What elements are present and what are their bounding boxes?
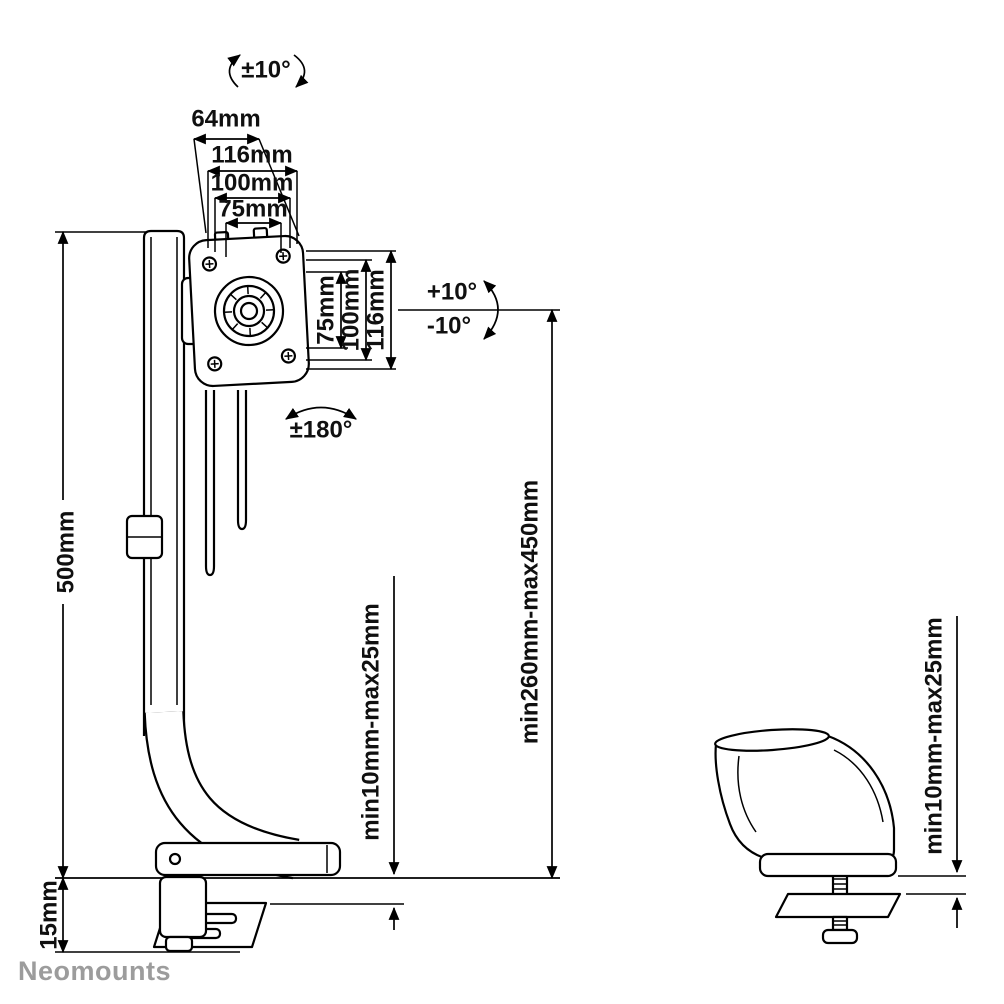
vesa-h116-ext [306, 250, 396, 370]
clamp-detail-drawing [714, 728, 902, 945]
swivel-arrow [285, 406, 357, 420]
arm-curve-inner [145, 711, 300, 878]
vesa-w116-ext [207, 171, 298, 248]
height-range-label: min260mm-max450mm [516, 480, 543, 744]
vesa-w75-ext [225, 223, 282, 257]
vesa-w100-ext [214, 198, 291, 252]
vesa-plate-body [188, 234, 310, 388]
tilt-down-label: -10° [427, 312, 471, 339]
top-rotation-arrow-left [227, 54, 241, 88]
depth-ext-left [193, 138, 207, 234]
detail-foot-plate [774, 892, 902, 919]
hub-ring-inner [232, 294, 266, 328]
detail-shaft-threads-lower [833, 920, 847, 926]
clamp-bracket [158, 875, 208, 939]
detail-arm-body [714, 734, 896, 864]
vesa-screw-cross-4 [284, 351, 293, 361]
hub-spokes [223, 285, 275, 337]
column-outline [142, 229, 186, 736]
brand-logo: Neomounts [18, 956, 171, 986]
monitor-arm-drawing [125, 226, 342, 953]
slider-rail-long [204, 390, 216, 577]
vesa-hole-top-left [201, 256, 218, 272]
depth-ext-right [258, 138, 300, 237]
detail-screw-knob [821, 928, 859, 945]
vesa-h100-ext [306, 259, 372, 361]
vesa-width-116-label: 116mm [211, 141, 292, 168]
top-rotation-label: ±10° [241, 56, 290, 83]
dimension-labels: ±10° 64mm 116mm 100mm 75mm 75mm 100mm 11… [35, 56, 947, 949]
vesa-screw-cross-1 [205, 259, 214, 269]
dimension-lines [55, 54, 966, 954]
detail-arm-mouth [714, 728, 830, 752]
swivel-label: ±180° [290, 416, 353, 443]
hub-center [239, 301, 259, 321]
vesa-height-100-label: 100mm [337, 269, 364, 352]
detail-thickness-ext [898, 875, 966, 895]
detail-arm-inner-right [833, 749, 884, 823]
base-height-label: 15mm [35, 880, 62, 949]
clamp-bracket-foot [164, 935, 194, 953]
detail-thickness-label: min10mm-max25mm [920, 617, 947, 854]
vesa-height-116-label: 116mm [362, 269, 389, 350]
top-rotation-arrow-right [293, 54, 309, 88]
vesa-h75-ext [306, 271, 348, 349]
vesa-width-100-label: 100mm [211, 169, 294, 196]
depth-label: 64mm [191, 105, 260, 132]
detail-clamp-pad [758, 852, 898, 878]
detail-screw-shaft-lower [831, 915, 849, 932]
slider-rail-short [236, 390, 248, 531]
vesa-height-75-label: 75mm [312, 275, 339, 344]
vesa-hole-bottom-left [207, 356, 223, 372]
vesa-hole-bottom-right [280, 348, 297, 364]
hub-ring-outer [213, 275, 285, 347]
tilt-up-label: +10° [427, 278, 477, 305]
detail-arm-inner-left [737, 755, 757, 833]
desk-thickness-label: min10mm-max25mm [357, 603, 384, 840]
column-height-label: 500mm [52, 511, 79, 594]
detail-shaft-threads-upper [833, 878, 847, 890]
clamp-top-plate [154, 841, 342, 877]
vesa-plate [188, 226, 310, 388]
vesa-screw-cross-3 [210, 359, 219, 368]
vesa-screw-cross-2 [279, 252, 288, 261]
vesa-width-75-label: 75mm [218, 195, 287, 222]
clamp-plate-screw [168, 852, 182, 866]
vesa-hole-top-right [275, 248, 291, 264]
